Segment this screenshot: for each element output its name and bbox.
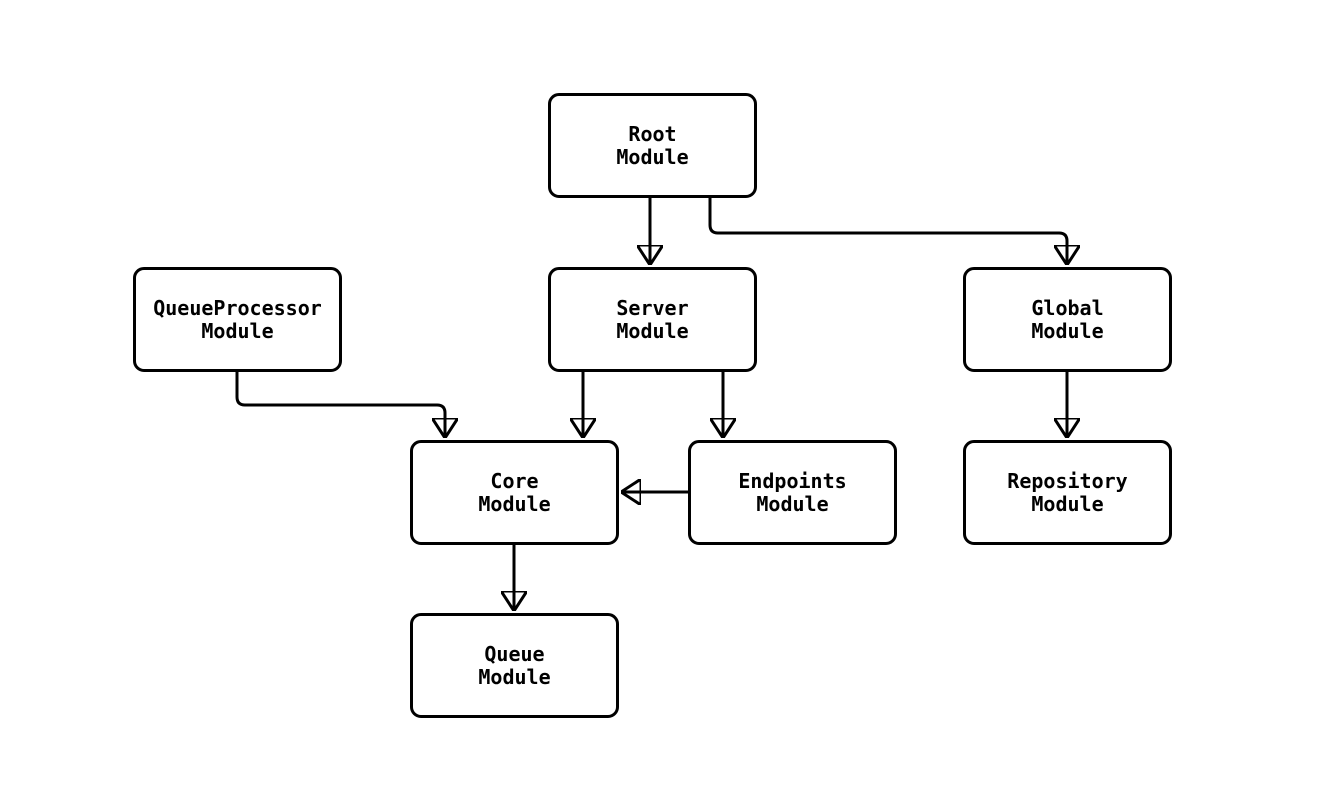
node-core-module: Core Module [410, 440, 619, 545]
node-sublabel: Module [756, 491, 829, 516]
node-server-module: Server Module [548, 267, 757, 372]
edge-root-to-global [708, 197, 1067, 264]
node-label: Repository [1007, 468, 1128, 493]
node-sublabel: Module [1031, 318, 1104, 343]
node-label: Global [1031, 295, 1104, 320]
node-repository-module: Repository Module [963, 440, 1172, 545]
node-queueprocessor-module: QueueProcessor Module [133, 267, 342, 372]
node-sublabel: Module [478, 664, 551, 689]
node-endpoints-module: Endpoints Module [688, 440, 897, 545]
node-label: Queue [484, 641, 545, 666]
edge-queueprocessor-to-core [235, 371, 445, 437]
node-label: Root [628, 121, 677, 146]
node-sublabel: Module [478, 491, 551, 516]
node-sublabel: Module [1031, 491, 1104, 516]
node-sublabel: Module [616, 144, 689, 169]
node-root-module: Root Module [548, 93, 757, 198]
node-label: Server [616, 295, 689, 320]
node-label: Endpoints [738, 468, 847, 493]
node-sublabel: Module [201, 318, 274, 343]
node-queue-module: Queue Module [410, 613, 619, 718]
node-label: QueueProcessor [153, 295, 322, 320]
node-global-module: Global Module [963, 267, 1172, 372]
node-sublabel: Module [616, 318, 689, 343]
node-label: Core [490, 468, 539, 493]
